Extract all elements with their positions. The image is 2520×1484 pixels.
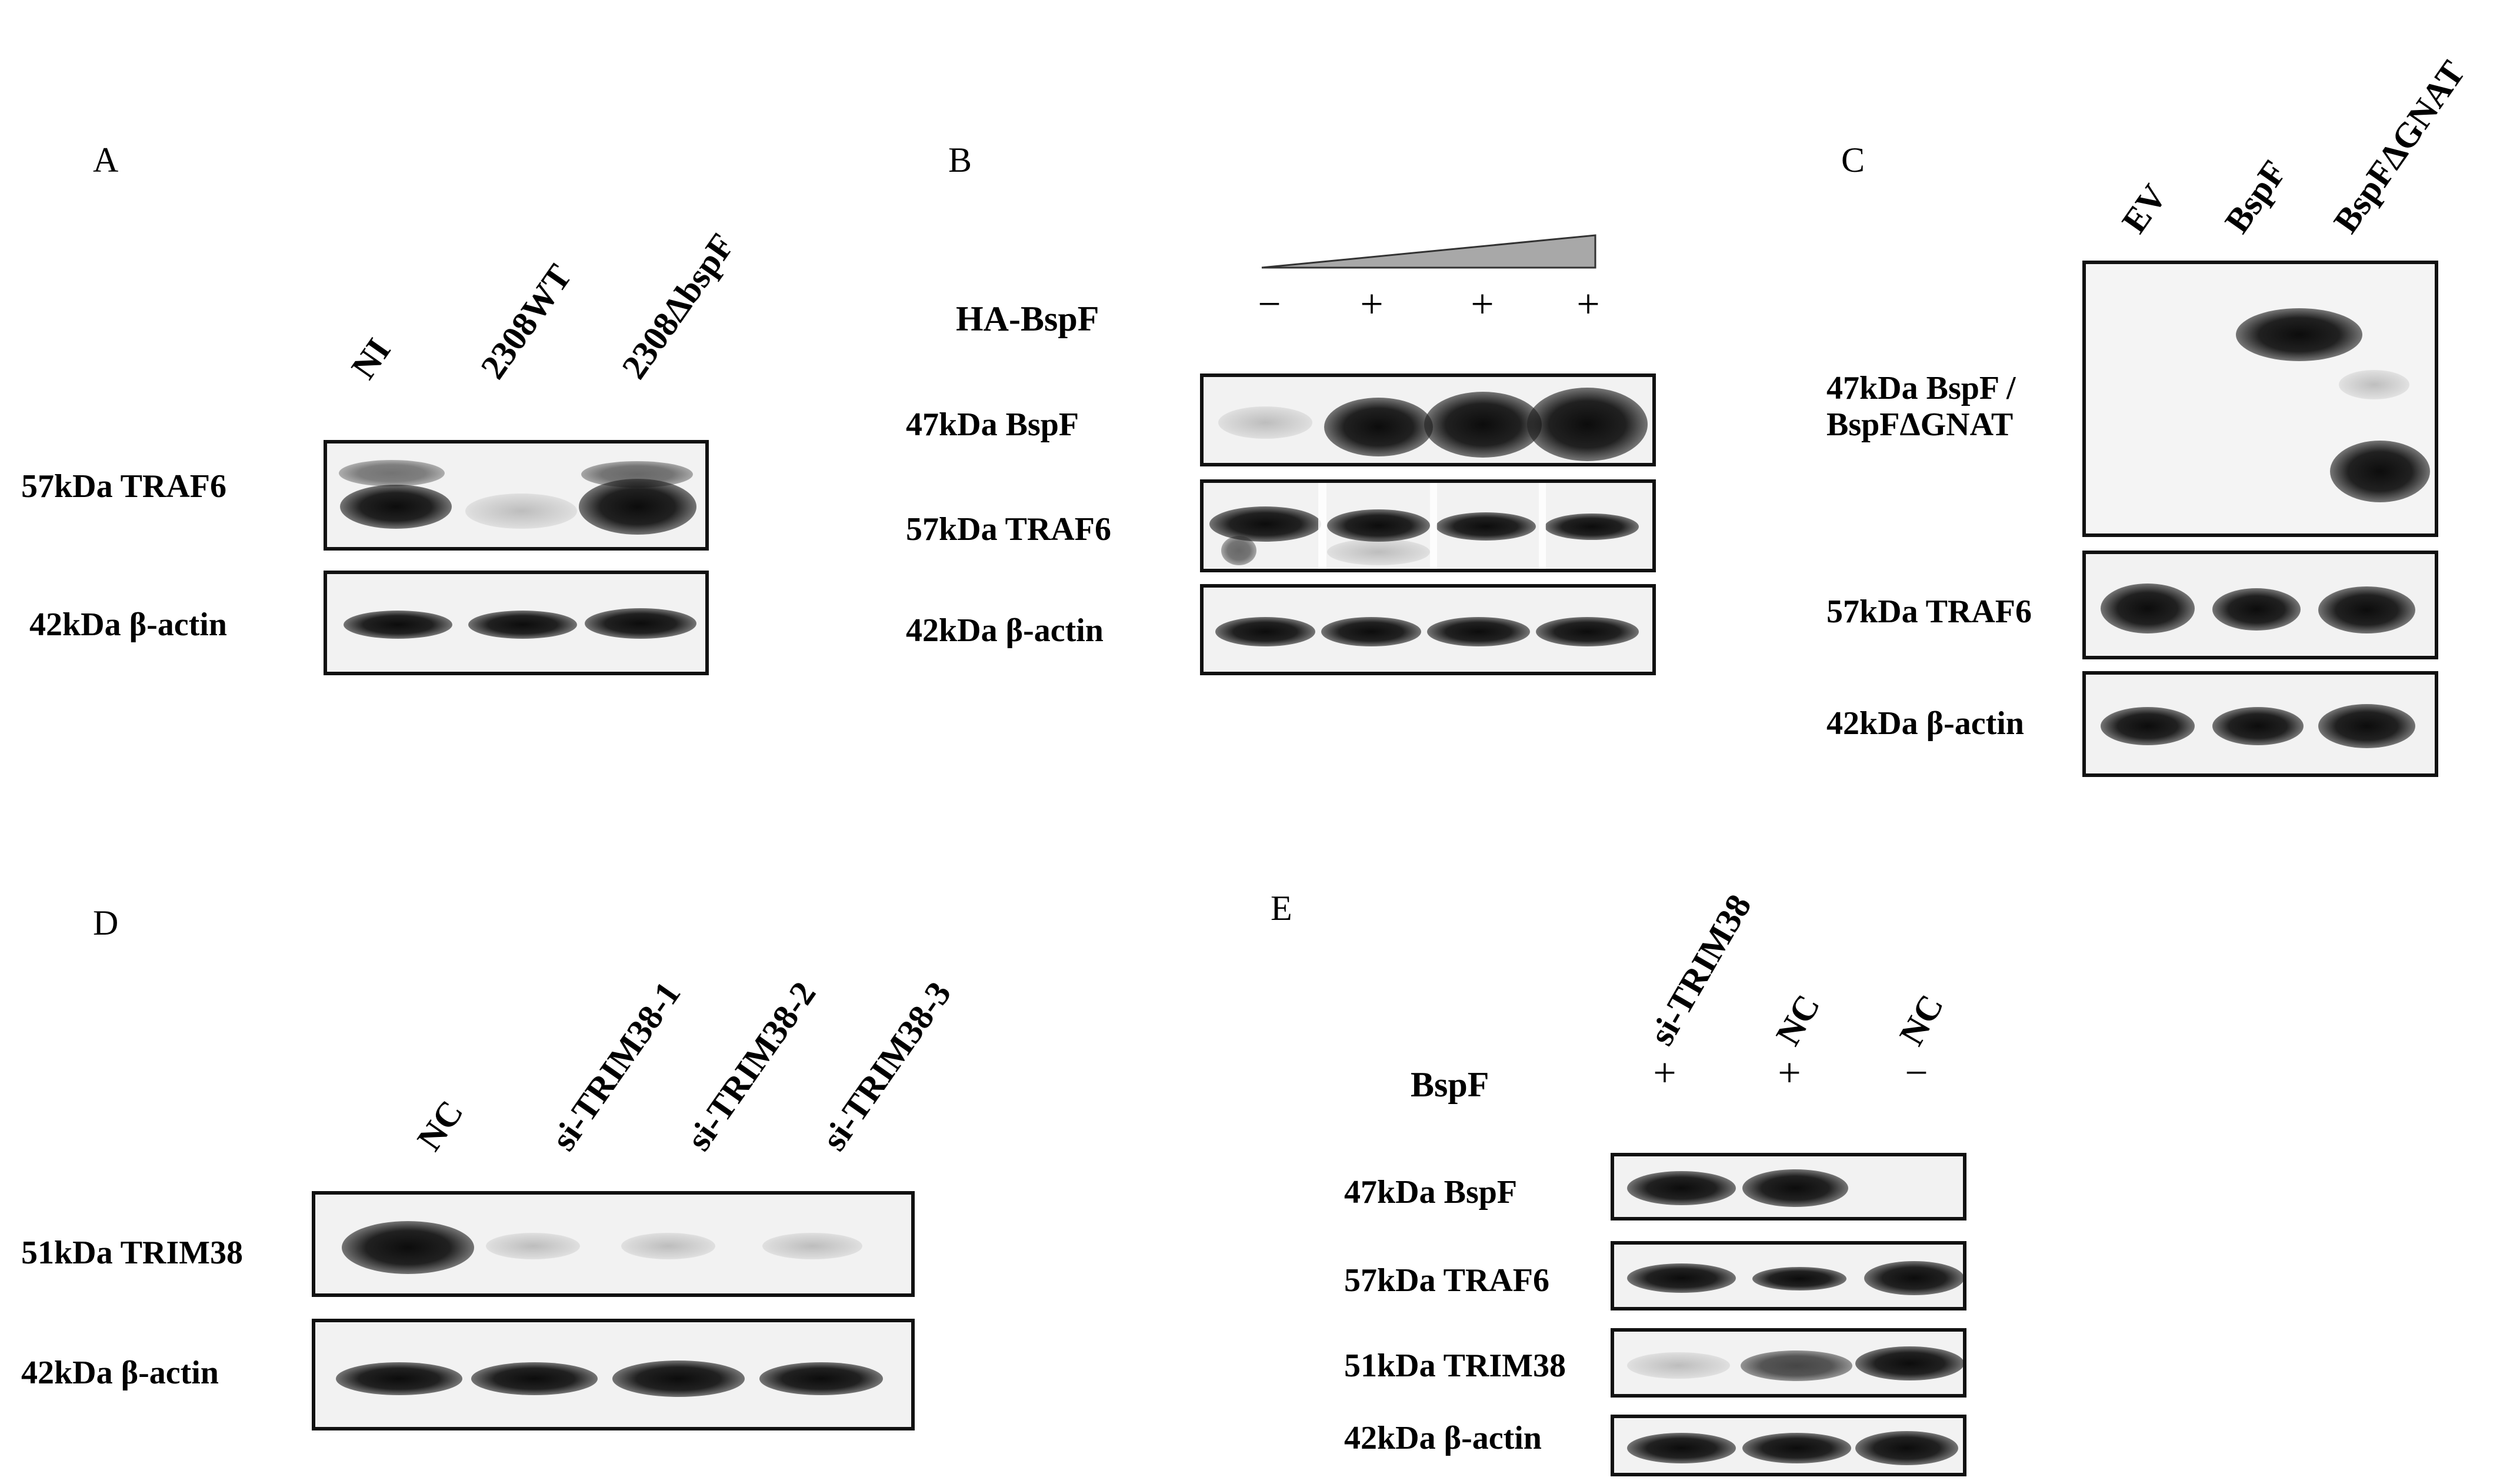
lane-label: si-TRIM38 — [1642, 888, 1759, 1052]
treatment-sign: + — [1576, 282, 1600, 327]
blot-bspf — [1611, 1153, 1966, 1220]
row-label: 47kDa BspF / — [1826, 370, 2016, 406]
blot-traf6 — [2082, 551, 2438, 659]
lane-label: si-TRIM38-1 — [544, 974, 688, 1158]
row-label: 42kDa β-actin — [906, 612, 1104, 649]
row-label: 57kDa TRAF6 — [906, 511, 1112, 548]
blot-trim38 — [1611, 1328, 1966, 1398]
lane-label: si-TRIM38-3 — [814, 974, 959, 1158]
lane-label: NC — [1892, 988, 1951, 1052]
panel-b-letter: B — [948, 141, 972, 179]
blot-beta-actin — [2082, 671, 2438, 777]
row-label: 47kDa BspF — [906, 406, 1079, 443]
treatment-sign: − — [1905, 1051, 1928, 1096]
panel-e-letter: E — [1271, 889, 1292, 928]
lane-label: BspF — [2217, 153, 2294, 240]
treatment-sign: + — [1778, 1051, 1801, 1096]
treatment-label: BspF — [1411, 1065, 1489, 1104]
lane-label: NC — [409, 1093, 471, 1158]
treatment-sign: + — [1360, 282, 1384, 327]
lane-label: si-TRIM38-2 — [679, 974, 824, 1158]
row-label: 42kDa β-actin — [1826, 705, 2024, 742]
treatment-sign: + — [1471, 282, 1494, 327]
row-label: 47kDa BspF — [1344, 1174, 1518, 1210]
panel-a-letter: A — [93, 141, 119, 179]
treatment-sign: − — [1258, 282, 1281, 327]
blot-beta-actin — [1200, 584, 1656, 675]
panel-d-letter: D — [93, 903, 119, 942]
row-label: 57kDa TRAF6 — [1344, 1262, 1550, 1299]
blot-traf6 — [1611, 1241, 1966, 1310]
row-label: 51kDa TRIM38 — [21, 1235, 244, 1271]
row-label: 42kDa β-actin — [21, 1355, 219, 1391]
lane-label: 2308WT — [473, 257, 579, 386]
row-label: 57kDa TRAF6 — [21, 468, 227, 505]
row-label: 42kDa β-actin — [29, 606, 227, 643]
treatment-sign: + — [1653, 1051, 1676, 1096]
row-label: 57kDa TRAF6 — [1826, 593, 2032, 630]
blot-beta-actin — [312, 1319, 915, 1430]
row-label: 42kDa β-actin — [1344, 1420, 1542, 1456]
blot-bspf — [2082, 261, 2438, 537]
blot-traf6 — [324, 440, 709, 551]
blot-traf6 — [1200, 479, 1656, 572]
row-label: 51kDa TRIM38 — [1344, 1348, 1566, 1384]
lane-label: NC — [1768, 988, 1828, 1052]
blot-beta-actin — [324, 571, 709, 675]
treatment-label: HA-BspF — [956, 299, 1099, 338]
lane-label: 2308ΔbspF — [614, 226, 742, 386]
panel-c-letter: C — [1841, 141, 1865, 179]
increasing-dose-wedge — [1261, 234, 1596, 269]
lane-label: NI — [344, 331, 398, 386]
blot-bspf — [1200, 373, 1656, 466]
blot-beta-actin — [1611, 1415, 1966, 1476]
lane-label: EV — [2114, 177, 2175, 240]
row-label: BspFΔGNAT — [1826, 406, 2014, 443]
blot-trim38 — [312, 1191, 915, 1297]
lane-label: BspFΔGNAT — [2326, 54, 2473, 240]
